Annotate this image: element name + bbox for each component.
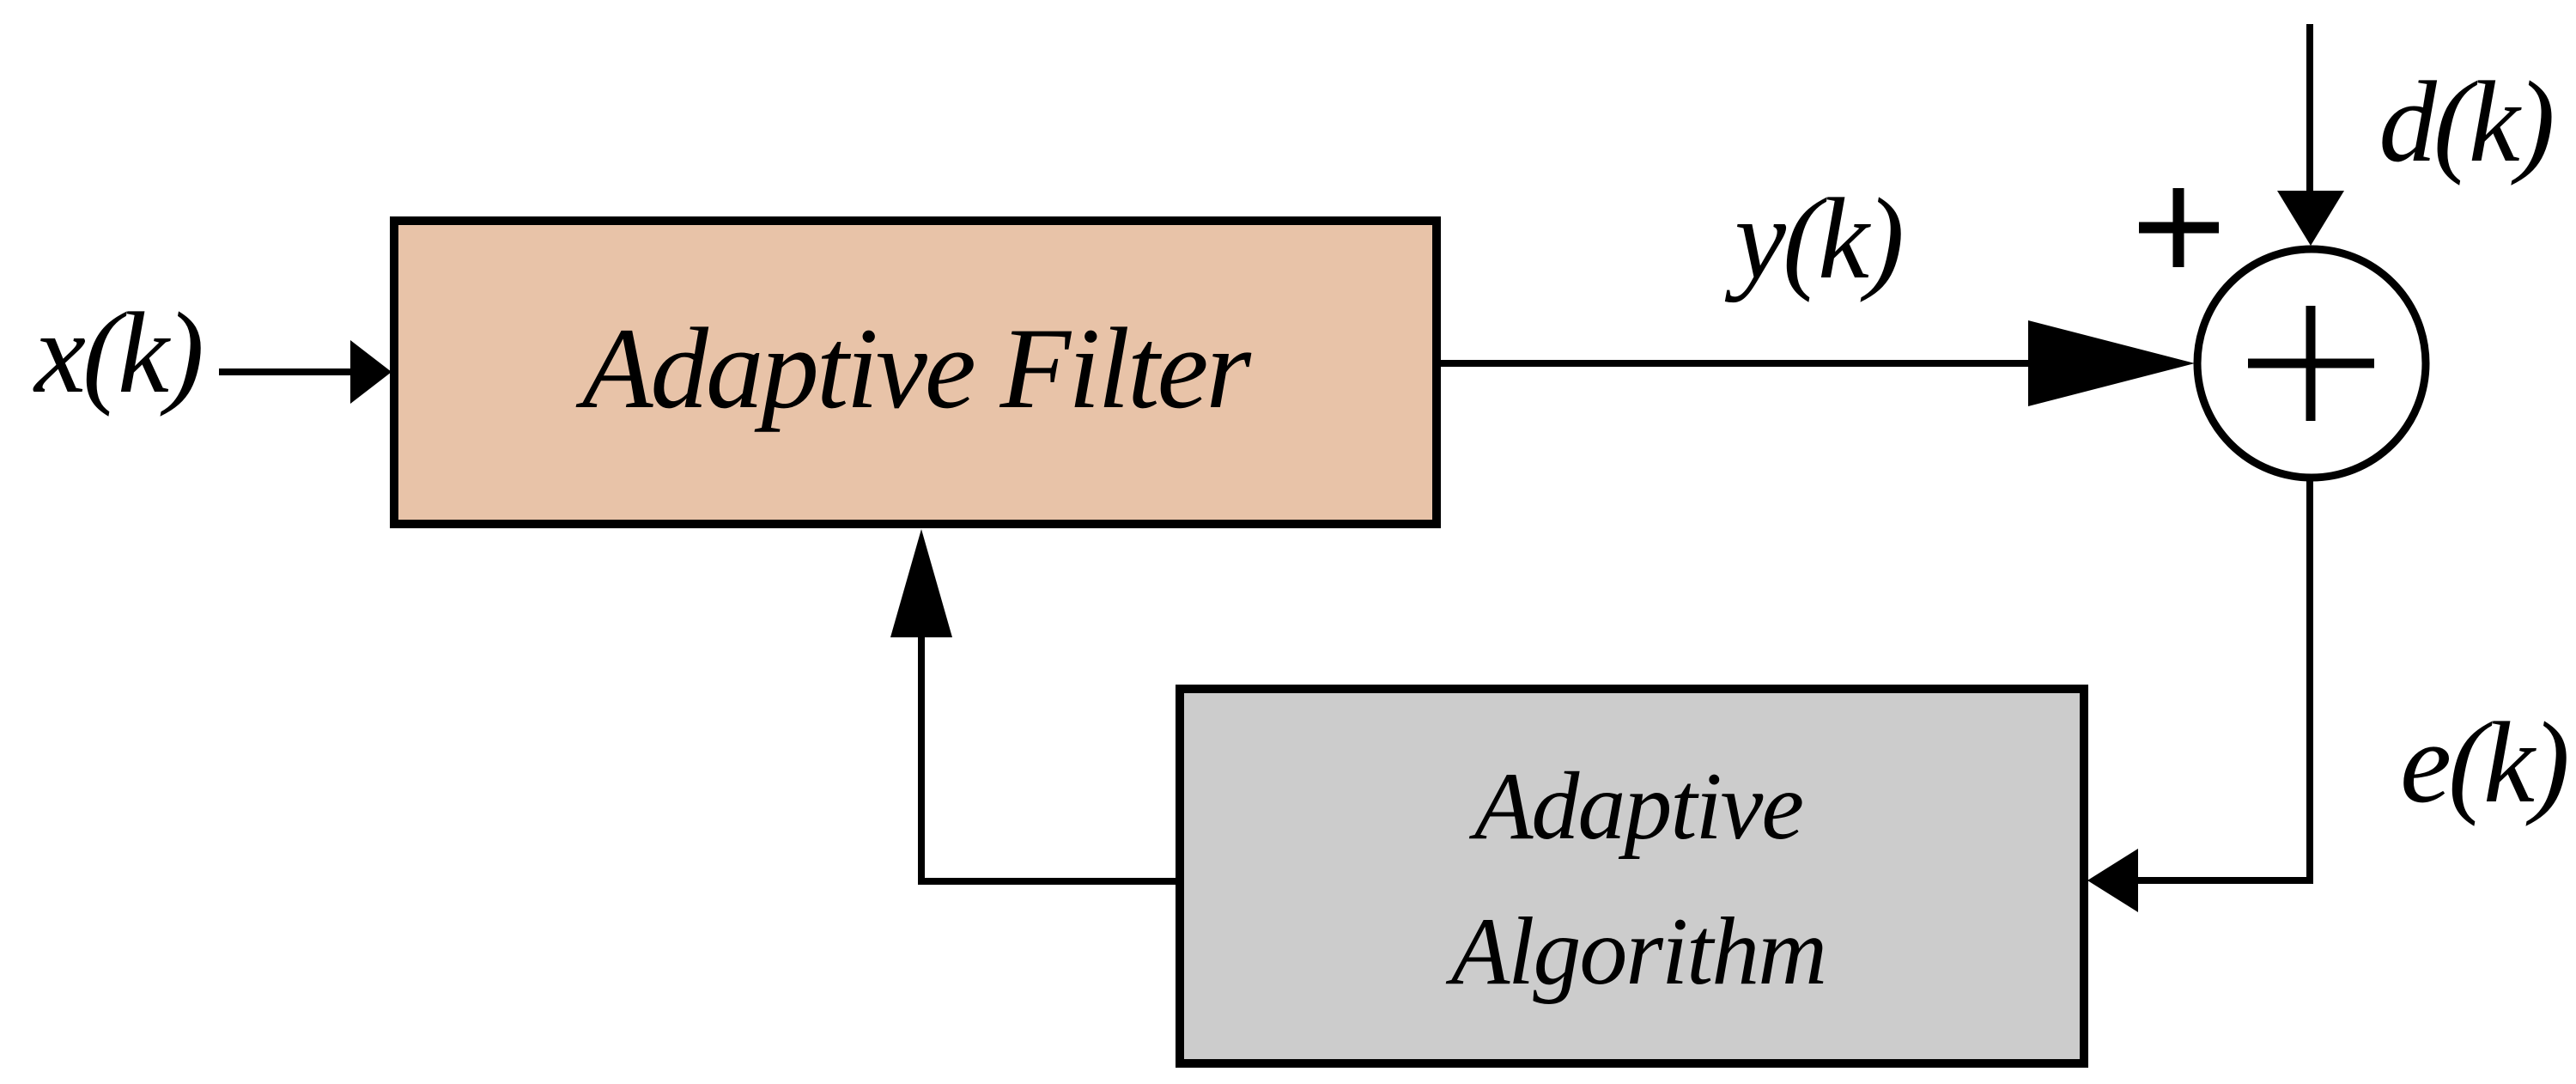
desired-signal-arrowhead	[2277, 191, 2344, 246]
output-arrowhead	[2028, 320, 2195, 406]
arrowheads	[350, 191, 2344, 912]
adaptive-filter-label: Adaptive Filter	[575, 305, 1251, 433]
adaptive-algorithm-block	[1176, 685, 2088, 1068]
plus-operator-icon: +	[2248, 306, 2374, 421]
error-arrowhead	[2087, 849, 2138, 912]
input-signal-label: x(k)	[33, 289, 201, 417]
diagram-labels: Adaptive Filter Adaptive Algorithm x(k) …	[33, 58, 2570, 1005]
plus-sign-icon: +	[2139, 188, 2219, 267]
update-arrowhead	[890, 529, 952, 637]
diagram-shapes: + +	[219, 24, 2430, 1068]
output-signal-label: y(k)	[1724, 175, 1901, 303]
adaptive-algorithm-label-line2: Algorithm	[1445, 898, 1826, 1005]
input-arrowhead	[350, 340, 392, 404]
desired-signal-label: d(k)	[2379, 58, 2551, 186]
adaptive-filter-block	[390, 216, 1441, 528]
error-signal-label: e(k)	[2400, 699, 2567, 827]
adaptive-algorithm-label-line1: Adaptive	[1468, 753, 1802, 860]
